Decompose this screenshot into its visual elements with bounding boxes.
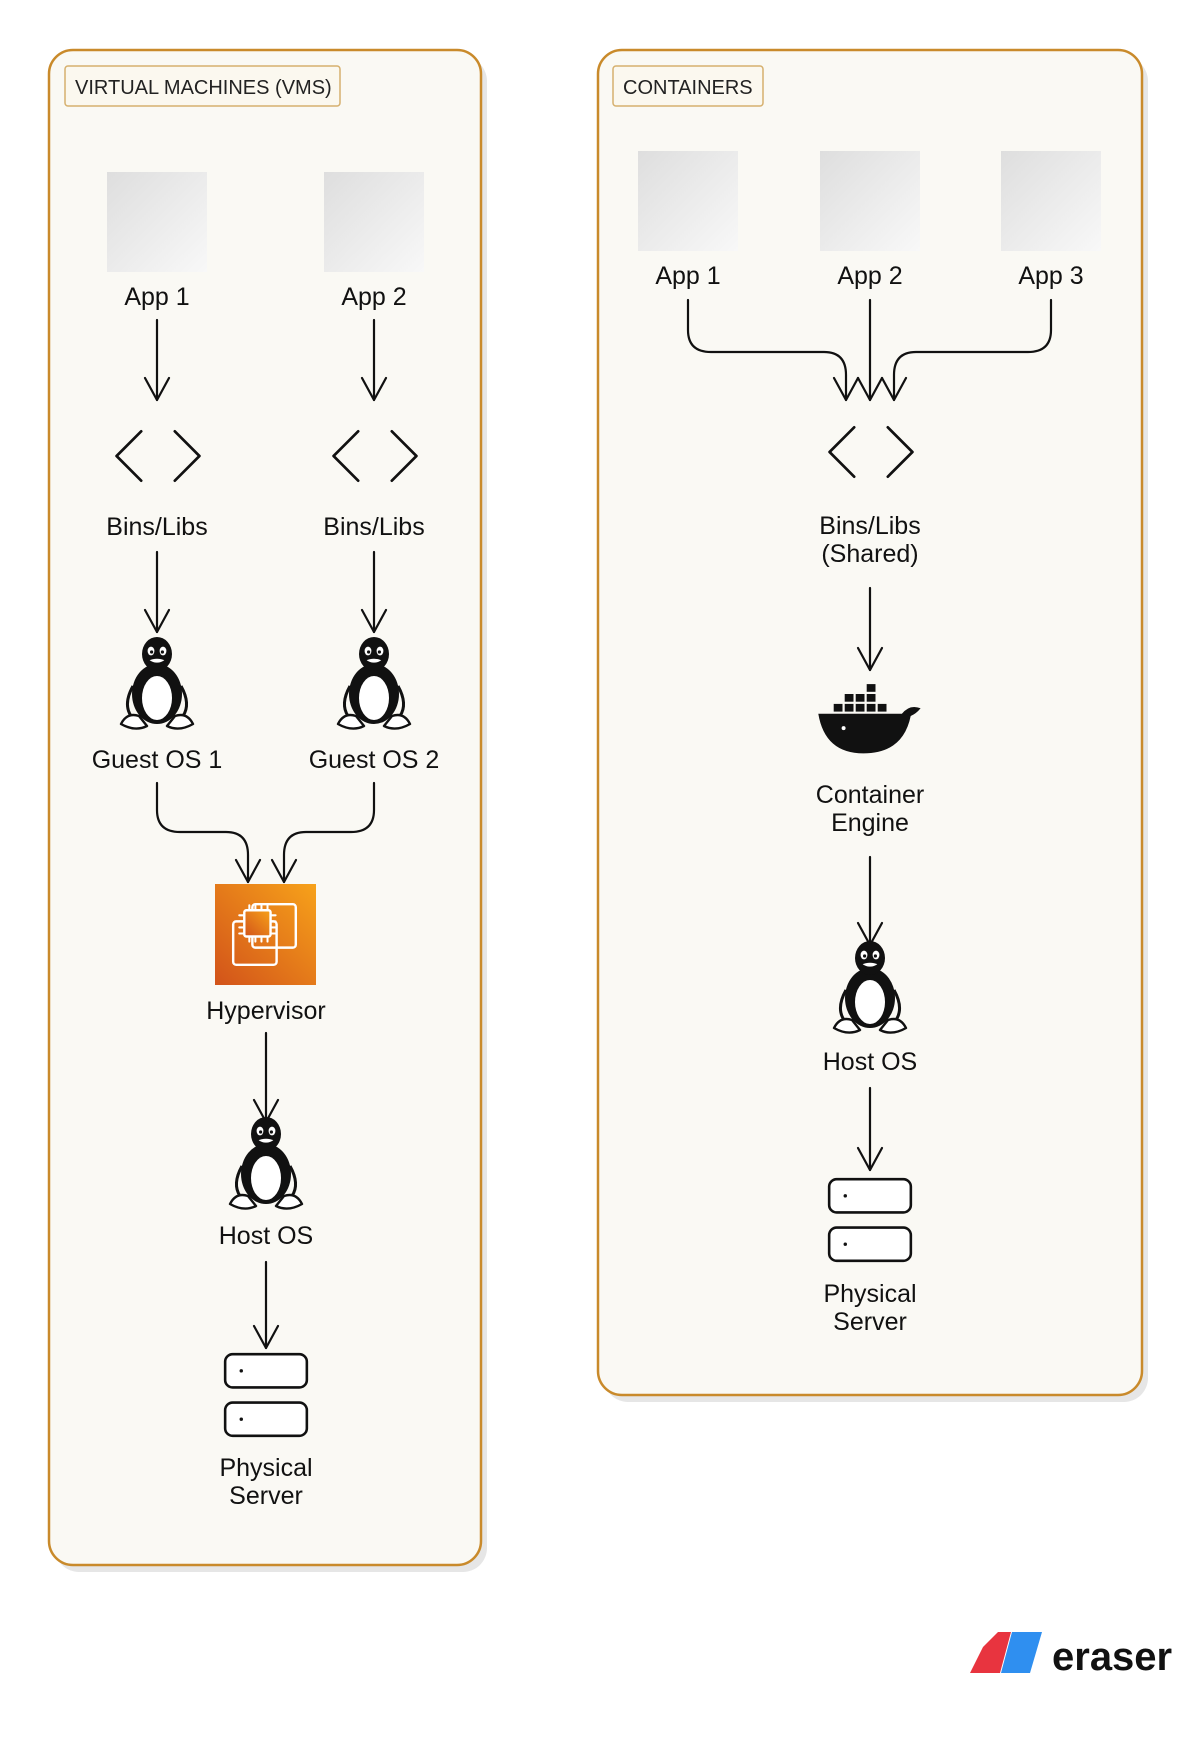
vms-group-title-box xyxy=(64,65,341,107)
ct-arrowhead xyxy=(856,1146,884,1172)
ct-arrowhead xyxy=(880,376,908,402)
ct-app1-label: App 1 xyxy=(655,262,720,290)
vms-group-frame xyxy=(47,48,483,1567)
ct-edge-app1-bins xyxy=(686,298,848,402)
vm-guest2-label: Guest OS 2 xyxy=(309,746,440,774)
containers-group: CONTAINERS App 1 App 2 App 3 Bins/Libs (… xyxy=(596,48,1148,1402)
ct-arrowhead xyxy=(832,376,860,402)
eraser-logo: eraser xyxy=(970,1632,1172,1679)
vm-edge-guest2-hypervisor xyxy=(282,781,376,884)
vm-hypervisor-label: Hypervisor xyxy=(206,997,325,1025)
ct-engine-label-line2: Engine xyxy=(831,809,909,837)
ct-bins-label-line2: (Shared) xyxy=(821,540,918,568)
app-placeholder-icon xyxy=(820,151,920,251)
containers-group-title: CONTAINERS xyxy=(623,77,753,99)
eraser-logo-text: eraser xyxy=(1052,1635,1172,1679)
ct-arrowhead xyxy=(856,376,884,402)
vm-arrowhead xyxy=(360,608,388,634)
vm-edge-guest1-hypervisor xyxy=(155,781,250,884)
vm-bins1-label: Bins/Libs xyxy=(106,513,207,541)
containers-group-title-box xyxy=(612,65,764,107)
vm-app1-label: App 1 xyxy=(124,283,189,311)
vm-arrowhead xyxy=(143,608,171,634)
vms-group: VIRTUAL MACHINES (VMS) App 1 App 2 Bins/… xyxy=(47,48,487,1572)
vm-server-label-line2: Server xyxy=(229,1482,303,1510)
app-placeholder-icon xyxy=(638,151,738,251)
ct-app2-label: App 2 xyxy=(837,262,902,290)
app-placeholder-icon xyxy=(324,172,424,272)
vm-arrowhead xyxy=(360,376,388,402)
eraser-logo-red-mark xyxy=(970,1632,1011,1673)
vm-bins2-label: Bins/Libs xyxy=(323,513,424,541)
app-placeholder-icon xyxy=(107,172,207,272)
ct-edge-app3-bins xyxy=(892,298,1053,402)
vms-group-title: VIRTUAL MACHINES (VMS) xyxy=(75,77,332,99)
ct-arrowhead xyxy=(856,646,884,672)
app-placeholder-icon xyxy=(1001,151,1101,251)
chip-icon xyxy=(215,884,316,985)
vm-arrowhead xyxy=(270,858,298,884)
ct-engine-label-line1: Container xyxy=(816,781,924,809)
vm-host-os-label: Host OS xyxy=(219,1222,313,1250)
vm-arrowhead xyxy=(252,1324,280,1350)
ct-host-os-label: Host OS xyxy=(823,1048,917,1076)
vm-guest1-label: Guest OS 1 xyxy=(92,746,223,774)
vm-arrowhead xyxy=(234,858,262,884)
eraser-logo-blue-mark xyxy=(1001,1632,1042,1673)
ct-app3-label: App 3 xyxy=(1018,262,1083,290)
vm-app2-label: App 2 xyxy=(341,283,406,311)
vm-arrowhead xyxy=(143,376,171,402)
ct-server-label-line1: Physical xyxy=(823,1280,916,1308)
ct-bins-label-line1: Bins/Libs xyxy=(819,512,920,540)
ct-server-label-line2: Server xyxy=(833,1308,907,1336)
vm-server-label-line1: Physical xyxy=(219,1454,312,1482)
